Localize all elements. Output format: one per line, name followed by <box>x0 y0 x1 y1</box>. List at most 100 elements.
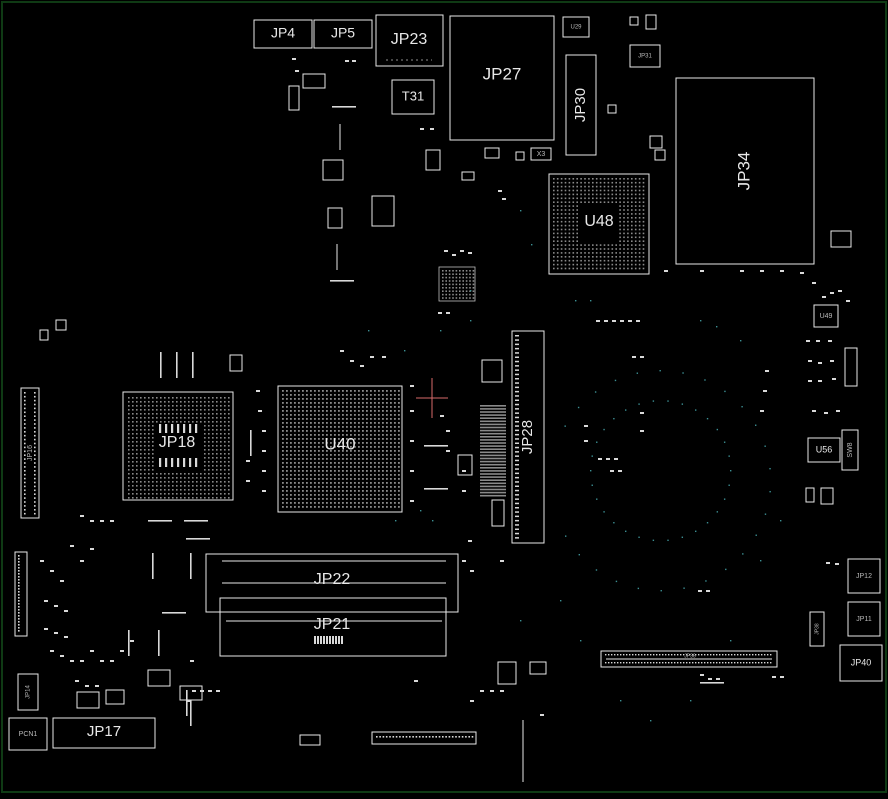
pin-pad <box>34 466 36 468</box>
ball-pad <box>212 425 214 427</box>
chip-jp34[interactable]: JP34 <box>675 77 815 265</box>
connector-jp14[interactable]: JP14 <box>17 673 39 711</box>
ball-pad <box>314 482 316 484</box>
ball-pad <box>354 442 356 444</box>
ball-pad <box>342 426 344 428</box>
ball-pad <box>366 430 368 432</box>
u40-ball-grid <box>282 390 400 508</box>
ball-pad <box>374 402 376 404</box>
dimm-slot-jp21[interactable]: JP21 <box>219 597 447 657</box>
ball-pad <box>627 252 629 254</box>
ball-pad <box>282 454 284 456</box>
ball-pad <box>314 406 316 408</box>
pin-pad <box>314 636 316 644</box>
bga-u48[interactable]: U48 <box>548 173 650 275</box>
ball-pad <box>160 401 162 403</box>
ball-pad <box>132 461 134 463</box>
connector-jp36[interactable]: JP36 <box>600 650 778 668</box>
via-dot <box>741 406 743 408</box>
ball-pad <box>576 240 578 242</box>
ball-pad <box>611 248 614 250</box>
ball-pad <box>568 252 571 254</box>
connector-jp5[interactable]: JP5 <box>313 19 373 49</box>
via-dot <box>723 441 726 443</box>
ball-pad <box>378 502 380 504</box>
ball-pad <box>634 181 637 184</box>
connector-jp12[interactable]: JP12 <box>847 558 881 594</box>
chip-u49[interactable]: U49 <box>813 304 839 328</box>
ball-pad <box>282 466 284 468</box>
chip-u29[interactable]: U29 <box>562 16 590 38</box>
connector-jp30[interactable]: JP30 <box>565 54 597 156</box>
connector-bottom-strip[interactable] <box>371 731 477 745</box>
dimm-slot-jp22[interactable]: JP22 <box>205 553 459 613</box>
via-dot <box>728 455 730 457</box>
bga-small[interactable] <box>438 266 476 302</box>
ball-pad <box>334 450 336 452</box>
ball-pad <box>228 441 230 443</box>
ball-pad <box>386 490 388 492</box>
ball-pad <box>294 466 296 468</box>
connector-jp23[interactable]: JP23 <box>375 14 444 67</box>
connector-jp38[interactable]: JP38 <box>809 611 825 647</box>
via-dot <box>760 560 762 562</box>
pin-pad <box>677 662 679 664</box>
chip-jp27[interactable]: JP27 <box>449 15 555 141</box>
connector-jp16[interactable]: JP16 <box>20 387 40 519</box>
chip-u56[interactable]: U56 <box>807 437 841 463</box>
ball-pad <box>144 417 146 419</box>
ball-pad <box>386 446 388 448</box>
ball-pad <box>152 409 154 411</box>
ball-pad <box>216 485 218 487</box>
connector-jp11[interactable]: JP11 <box>847 601 881 637</box>
pin-pad <box>668 662 670 664</box>
connector-pcn1[interactable]: PCN1 <box>8 717 48 751</box>
chip-jp31[interactable]: JP31 <box>629 44 661 68</box>
pin-pad <box>395 736 398 738</box>
ball-pad <box>346 450 348 452</box>
pin-pad <box>629 654 631 656</box>
pin-pad <box>18 573 20 575</box>
ball-pad <box>386 450 388 452</box>
connector-left-lower[interactable] <box>14 551 28 637</box>
ball-pad <box>459 280 461 282</box>
ball-pad <box>310 410 312 412</box>
socket-jp18[interactable]: JP18 <box>122 391 234 501</box>
bga-u40[interactable]: U40 <box>277 385 403 513</box>
ball-pad <box>310 446 312 448</box>
pin-pad <box>515 399 519 401</box>
ball-pad <box>358 458 360 460</box>
ball-pad <box>302 502 304 504</box>
ball-pad <box>442 287 444 289</box>
connector-jp17[interactable]: JP17 <box>52 717 156 749</box>
connector-jp28[interactable]: JP28 <box>511 330 545 544</box>
ball-pad <box>556 217 559 219</box>
ball-pad <box>220 461 222 463</box>
pin-pad <box>405 736 408 738</box>
ball-pad <box>378 430 380 432</box>
ball-pad <box>354 466 356 468</box>
smd-pad <box>292 58 296 60</box>
pin-pad <box>442 736 444 738</box>
ball-pad <box>386 434 388 436</box>
pin-pad <box>335 636 337 644</box>
ball-pad <box>306 502 308 504</box>
ball-pad <box>220 401 222 403</box>
transformer-t31[interactable]: T31 <box>391 79 435 115</box>
ball-pad <box>334 422 336 424</box>
ball-pad <box>314 422 316 424</box>
ball-pad <box>642 220 645 223</box>
ball-pad <box>592 256 594 258</box>
ball-pad <box>306 482 308 484</box>
ball-pad <box>350 402 352 404</box>
crystal-x3[interactable]: X3 <box>530 147 552 161</box>
ball-pad <box>386 462 388 464</box>
pin-pad <box>471 736 474 738</box>
ball-pad <box>212 497 214 499</box>
connector-jp4[interactable]: JP4 <box>253 19 313 49</box>
switch-sw8[interactable]: SW8 <box>841 429 859 471</box>
connector-jp40[interactable]: JP40 <box>839 644 883 682</box>
ball-pad <box>212 429 214 431</box>
ball-pad <box>374 490 376 492</box>
